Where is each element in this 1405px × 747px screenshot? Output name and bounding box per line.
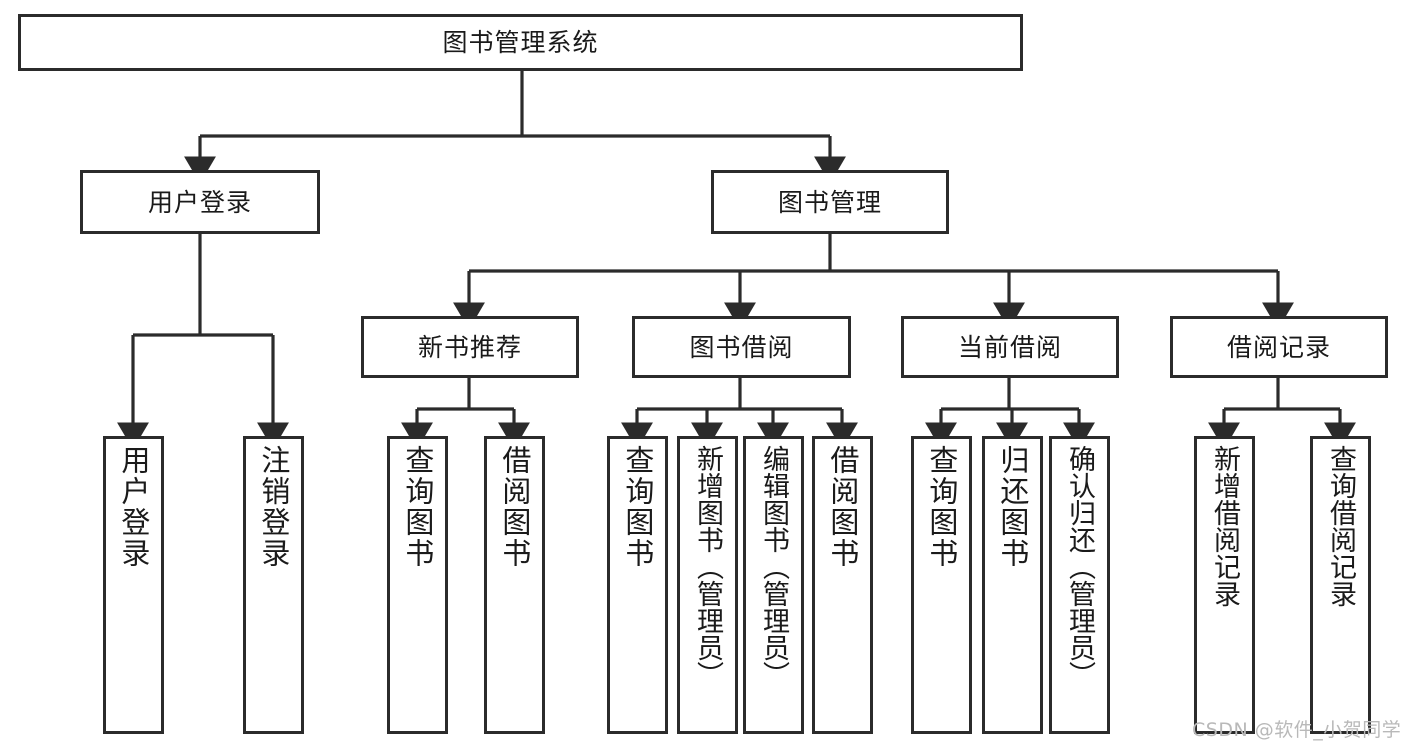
node-leaf-query-book-cur-label: 查询图书 [924,445,959,569]
node-leaf-borrow-book-label: 借阅图书 [825,445,860,569]
node-leaf-add-book-admin[interactable]: 新增图书（管理员） [677,436,738,734]
node-leaf-query-book-rec[interactable]: 查询图书 [387,436,448,734]
node-leaf-borrow-book-rec-label: 借阅图书 [497,445,532,569]
node-current-borrow-label: 当前借阅 [957,332,1062,362]
node-book-borrow-label: 图书借阅 [689,332,794,362]
node-book-borrow[interactable]: 图书借阅 [632,316,851,378]
node-leaf-confirm-return-admin[interactable]: 确认归还（管理员） [1049,436,1110,734]
node-leaf-add-borrow-record[interactable]: 新增借阅记录 [1194,436,1255,734]
node-leaf-user-logout-label: 注销登录 [256,445,291,569]
node-leaf-edit-book-admin-label: 编辑图书（管理员） [758,445,789,688]
node-user-login[interactable]: 用户登录 [80,170,320,234]
node-new-book-rec[interactable]: 新书推荐 [361,316,579,378]
node-current-borrow[interactable]: 当前借阅 [901,316,1119,378]
node-root[interactable]: 图书管理系统 [18,14,1023,71]
node-leaf-query-book-borrow[interactable]: 查询图书 [607,436,668,734]
node-leaf-query-book-cur[interactable]: 查询图书 [911,436,972,734]
node-leaf-borrow-book-rec[interactable]: 借阅图书 [484,436,545,734]
node-leaf-query-book-borrow-label: 查询图书 [620,445,655,569]
node-leaf-return-book-label: 归还图书 [995,445,1030,569]
node-leaf-query-borrow-record[interactable]: 查询借阅记录 [1310,436,1371,734]
node-leaf-add-book-admin-label: 新增图书（管理员） [692,445,723,688]
node-leaf-borrow-book[interactable]: 借阅图书 [812,436,873,734]
node-leaf-edit-book-admin[interactable]: 编辑图书（管理员） [743,436,804,734]
node-borrow-record[interactable]: 借阅记录 [1170,316,1388,378]
node-leaf-return-book[interactable]: 归还图书 [982,436,1043,734]
node-user-login-label: 用户登录 [147,187,252,217]
node-leaf-user-login-label: 用户登录 [116,445,151,569]
node-borrow-record-label: 借阅记录 [1226,332,1331,362]
node-leaf-user-login[interactable]: 用户登录 [103,436,164,734]
node-book-manage-label: 图书管理 [777,187,882,217]
node-leaf-query-book-rec-label: 查询图书 [400,445,435,569]
node-new-book-rec-label: 新书推荐 [417,332,522,362]
node-leaf-user-logout[interactable]: 注销登录 [243,436,304,734]
node-leaf-add-borrow-record-label: 新增借阅记录 [1209,445,1240,607]
csdn-watermark: CSDN @软件_小贺同学 [1192,719,1402,741]
node-leaf-query-borrow-record-label: 查询借阅记录 [1325,445,1356,607]
node-book-manage[interactable]: 图书管理 [711,170,949,234]
node-root-label: 图书管理系统 [442,28,599,57]
node-leaf-confirm-return-admin-label: 确认归还（管理员） [1064,445,1095,688]
